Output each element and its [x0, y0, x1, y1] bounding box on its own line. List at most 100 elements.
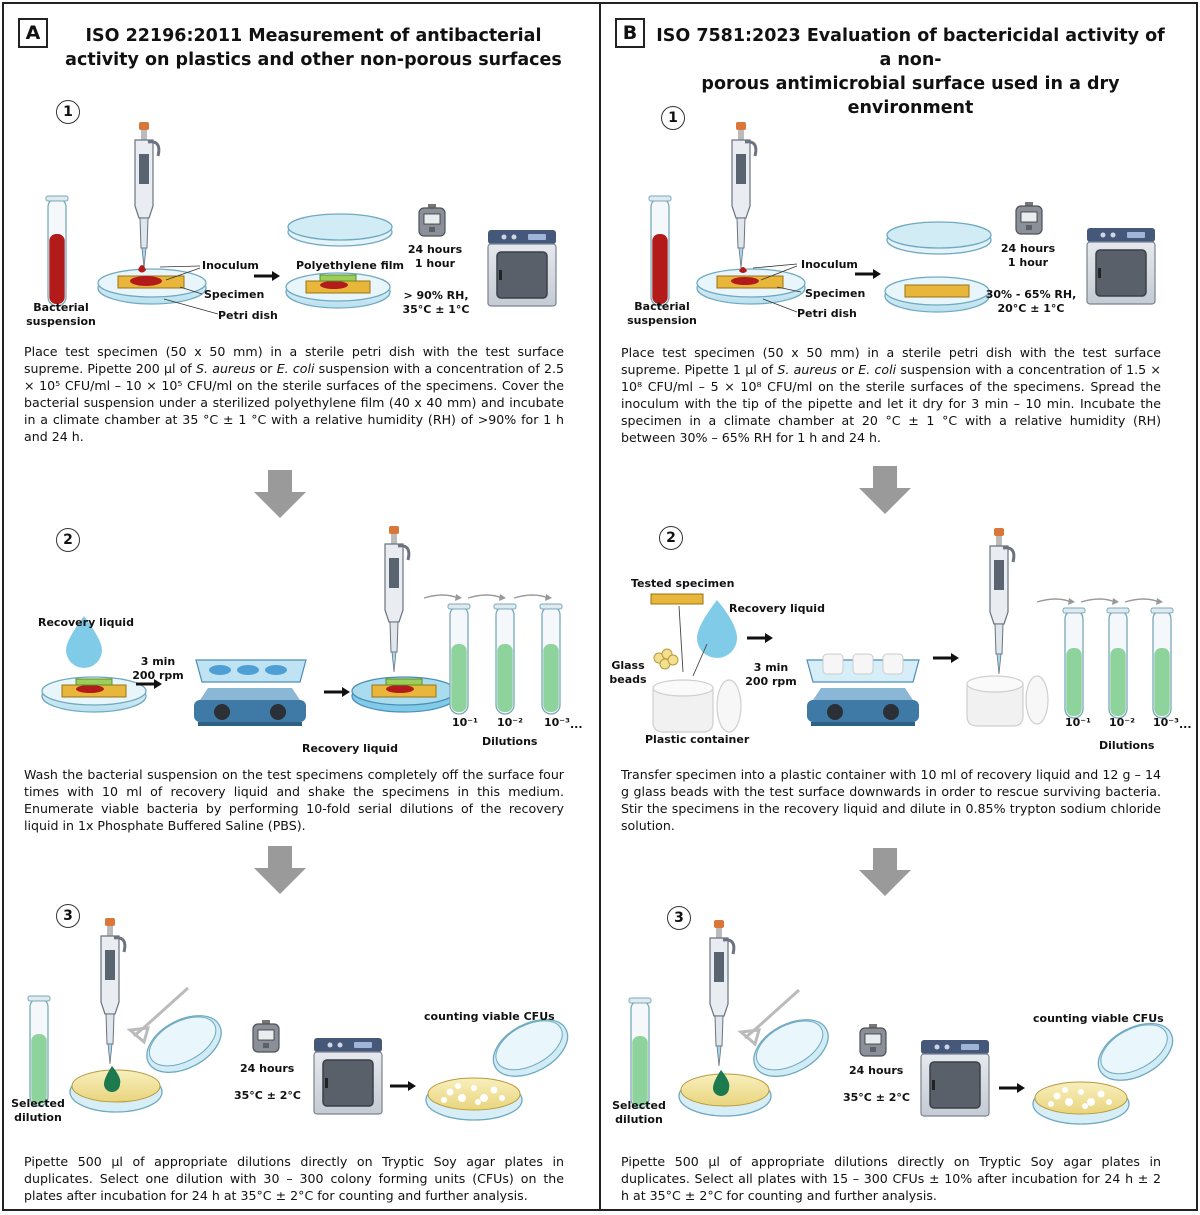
stopwatch-icon-step3 [859, 1023, 887, 1057]
petri-lid-step3 [146, 1015, 222, 1074]
step-2-description: Transfer specimen into a plastic contain… [621, 767, 1161, 833]
step-1-marker: 1 [56, 100, 80, 124]
time-24h: 24 hours [407, 243, 463, 256]
agar-plate-step3 [69, 1066, 163, 1113]
petri-label: Petri dish [797, 307, 857, 320]
counting-plate [1032, 1081, 1130, 1125]
step-3-description: Pipette 500 µl of appropriate dilutions … [621, 1154, 1161, 1203]
recovery-liquid-label-2: Recovery liquid [302, 742, 398, 755]
dilution-tube-2 [1106, 607, 1130, 719]
incubation-time-label: 24 hours 1 hour [400, 243, 470, 271]
petri-label: Petri dish [218, 309, 278, 322]
step1-text-c: suspension with a concentration of 2.5 ×… [24, 361, 565, 444]
glass-line2: beads [609, 673, 647, 686]
counting-label: counting viable CFUs [424, 1010, 555, 1023]
flow-arrow-1 [254, 470, 306, 518]
dilution-tube-1 [1062, 607, 1086, 719]
stopwatch-icon [418, 203, 446, 237]
dilution-3-label: 10⁻³ [1153, 716, 1179, 729]
shake-time: 3 min [753, 661, 789, 674]
counting-plate-lid [1097, 1022, 1174, 1081]
dilution-tube-3 [1150, 607, 1174, 719]
step-3-description: Pipette 500 µl of appropriate dilutions … [24, 1154, 564, 1203]
specimen-label: Specimen [805, 287, 866, 300]
incubation-time-label: 24 hours 1 hour [993, 242, 1063, 270]
selected-dilution-label: Selected dilution [609, 1099, 669, 1127]
incubator-icon [487, 229, 557, 307]
shake-time: 3 min [140, 655, 176, 668]
panel-b-title-line2: porous antimicrobial surface used in a d… [701, 74, 1120, 118]
time-1h: 1 hour [414, 257, 456, 270]
panel-b-title: ISO 7581:2023 Evaluation of bactericidal… [653, 24, 1168, 120]
panel-a-title-line2: activity on plastics and other non-porou… [65, 50, 562, 70]
counting-label: counting viable CFUs [1033, 1012, 1164, 1025]
bacterial-label-line1: Bacterial [634, 300, 690, 313]
bacterial-suspension-label: Bacterial suspension [627, 300, 697, 328]
shake-speed: 200 rpm [745, 675, 797, 688]
bacterial-suspension-tube [648, 195, 672, 307]
dilution-ellipsis: ... [570, 718, 583, 731]
plastic-container-2 [966, 675, 1049, 727]
dilution-1-label: 10⁻¹ [452, 716, 478, 729]
organism-e-coli: E. coli [276, 361, 315, 376]
cond-rh: 30% - 65% RH, [985, 288, 1077, 301]
step1-text-b: or [836, 362, 859, 377]
recovery-liquid-drop [697, 600, 737, 658]
bacterial-label-line1: Bacterial [33, 301, 89, 314]
pipette-icon-step2 [988, 526, 1016, 676]
time-24h: 24 hours [1000, 242, 1056, 255]
bacterial-label-line2: suspension [26, 315, 96, 328]
counting-plate-lid [492, 1018, 569, 1077]
dilution-2-label: 10⁻² [497, 716, 523, 729]
petri-lid [886, 221, 992, 255]
selected-dilution-tube [628, 997, 652, 1109]
organism-e-coli: E. coli [858, 362, 897, 377]
step-2-description: Wash the bacterial suspension on the tes… [24, 767, 564, 833]
plastic-container-label: Plastic container [645, 733, 750, 746]
selected-dilution-tube [27, 995, 51, 1107]
flow-arrow-1 [859, 466, 911, 514]
petri-dish-dried [884, 276, 990, 313]
stopwatch-icon [1015, 201, 1043, 235]
dilutions-label: Dilutions [482, 735, 538, 748]
counting-plate [425, 1077, 523, 1121]
petri-dish-with-specimen [696, 267, 806, 305]
cond-temp: 20°C ± 1°C [997, 302, 1065, 315]
dilution-tube-1 [447, 603, 471, 715]
incubation-conditions-label: > 90% RH, 35°C ± 1°C [394, 289, 478, 317]
step1-text-a: Place test specimen (50 x 50 mm) in a st… [24, 344, 564, 376]
step3-time-label: 24 hours [240, 1062, 295, 1075]
step-1-description: Place test specimen (50 x 50 mm) in a st… [621, 344, 1161, 446]
step3-temp-label: 35°C ± 2°C [843, 1091, 910, 1104]
incubator-icon-step3 [313, 1037, 383, 1115]
petri-dish-with-specimen [97, 265, 207, 305]
tested-specimen-label: Tested specimen [631, 577, 735, 590]
flow-arrow-2 [859, 848, 911, 896]
shake-speed: 200 rpm [132, 669, 184, 682]
panel-b-illustrations [628, 120, 1174, 1125]
shake-label: 3 min 200 rpm [128, 655, 188, 683]
petri-lid [287, 213, 393, 247]
pipette-icon [133, 120, 161, 270]
step-2-marker: 2 [659, 526, 683, 550]
glass-beads-label: Glass beads [607, 659, 649, 687]
step-3-marker: 3 [667, 906, 691, 930]
spreader-icon [737, 988, 801, 1047]
incubator-icon [1086, 227, 1156, 305]
selected-dilution-label: Selected dilution [8, 1097, 68, 1125]
flow-arrow-2 [254, 846, 306, 894]
recovery-liquid-drop [66, 616, 102, 668]
panel-a-illustrations [27, 120, 569, 1121]
selected-line1: Selected [612, 1099, 666, 1112]
dilution-1-label: 10⁻¹ [1065, 716, 1091, 729]
bacterial-suspension-label: Bacterial suspension [26, 301, 96, 329]
dilution-tube-3 [539, 603, 563, 715]
step3-time-label: 24 hours [849, 1064, 904, 1077]
plastic-container [652, 679, 742, 733]
film-label: Polyethylene film [296, 259, 405, 272]
selected-line2: dilution [14, 1111, 62, 1124]
dilution-2-label: 10⁻² [1109, 716, 1135, 729]
petri-dish-recovery [351, 676, 457, 713]
tested-specimen-bar [650, 593, 704, 605]
pipette-icon-step3 [99, 916, 127, 1066]
